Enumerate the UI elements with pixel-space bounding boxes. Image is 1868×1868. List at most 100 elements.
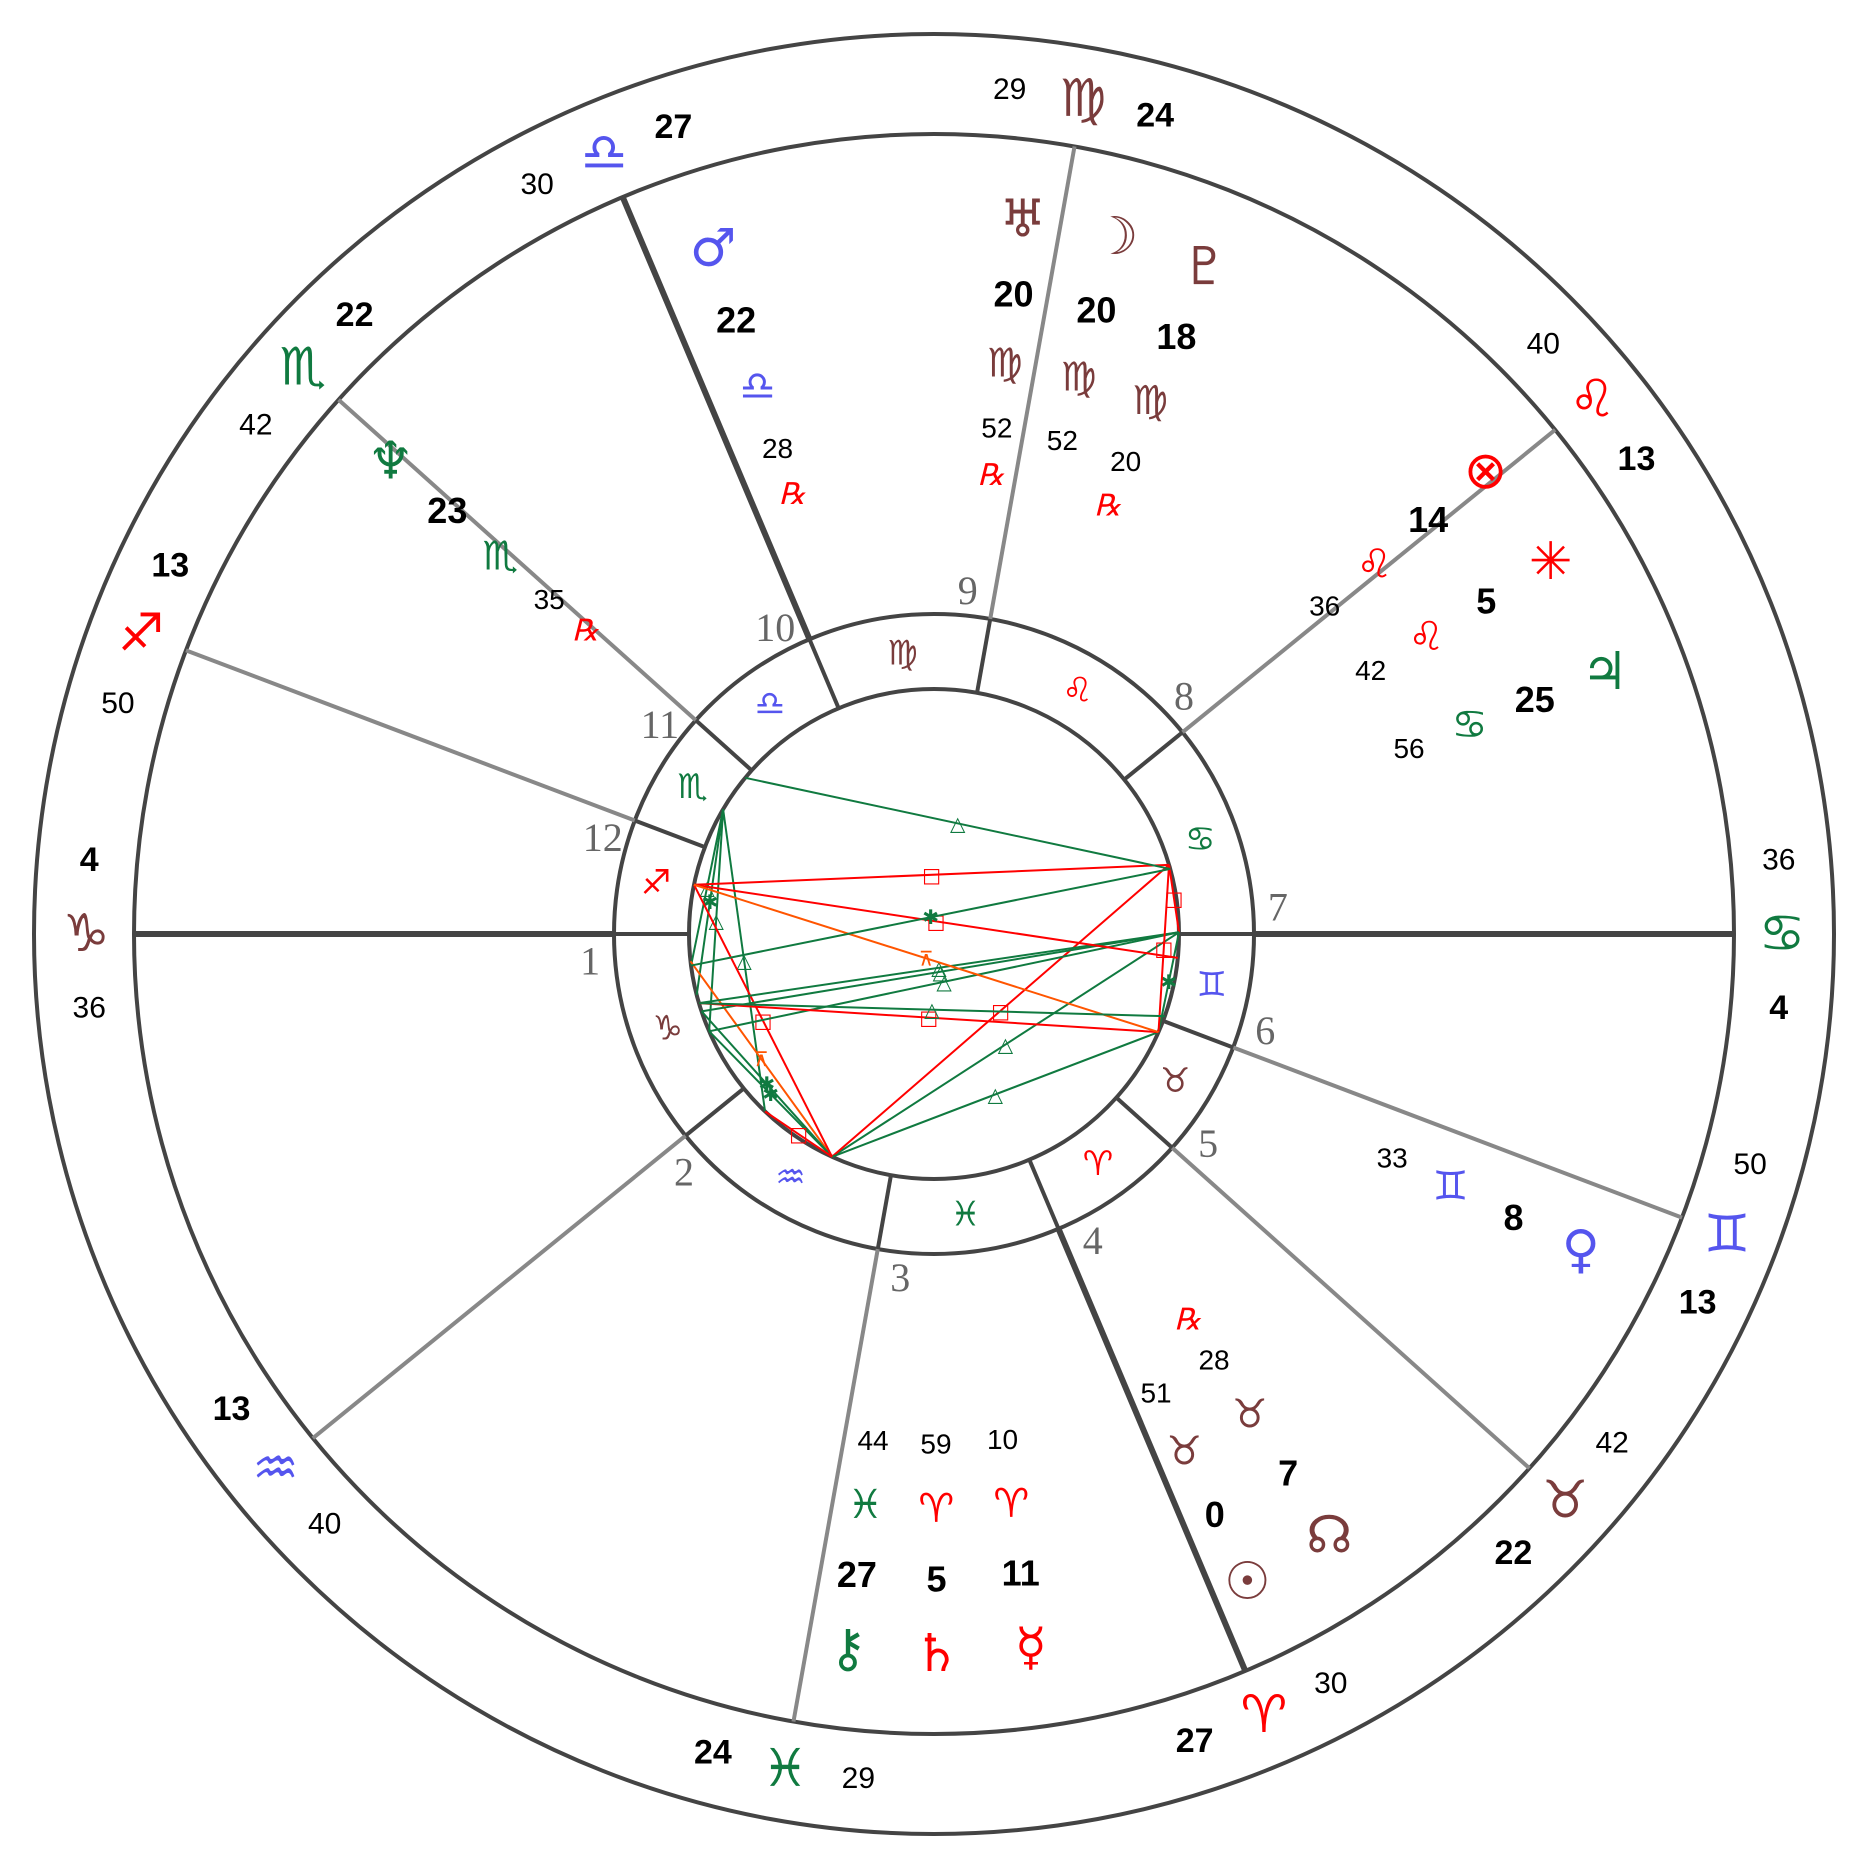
mercury-sign-icon: ♈ — [993, 1481, 1029, 1527]
cusp-degree-8: 13 — [1618, 440, 1656, 478]
aspect-sextile: ✱ — [708, 1030, 833, 1158]
virgo-sign-icon: ♍ — [887, 633, 917, 673]
house-cusp-lines — [134, 146, 1734, 1722]
pisces-cusp-icon: ♓ — [762, 1739, 809, 1799]
aries-cusp-icon: ♈ — [1241, 1685, 1288, 1745]
cusp-line-5 — [1170, 1146, 1531, 1470]
inner-cusp-line-3 — [875, 1174, 893, 1250]
mars-icon: ♂ — [690, 219, 737, 279]
inner-cusp-line-6 — [1162, 1018, 1234, 1050]
cusp-minutes-11: 42 — [239, 408, 272, 441]
moon-minutes: 52 — [1047, 425, 1078, 456]
house-number-1: 1 — [580, 939, 600, 984]
aspect-line — [708, 931, 1180, 1033]
cusp-degree-6: 13 — [1679, 1284, 1717, 1322]
cusp-line-12 — [185, 648, 636, 823]
sun-sign-icon: ♉ — [1166, 1429, 1202, 1475]
part-of-fortune-icon: ⊗ — [1464, 441, 1508, 501]
cusp-degree-11: 22 — [336, 296, 374, 334]
cusp-line-3 — [791, 1248, 880, 1722]
chiron-degree: 27 — [837, 1554, 877, 1595]
saturn-degree: 5 — [927, 1558, 947, 1599]
aspect-trine-icon: △ — [988, 1082, 1004, 1106]
aspect-square: □ — [698, 1002, 1159, 1034]
cusp-minutes-6: 50 — [1733, 1148, 1766, 1181]
neptune-placement: ♆23♏35℞ — [367, 431, 600, 647]
cancer-cusp-icon: ♋ — [1759, 904, 1806, 964]
part-of-fortune-minutes: 36 — [1309, 591, 1340, 622]
aspect-line — [831, 931, 1180, 1158]
aspect-trine-icon: △ — [933, 960, 949, 984]
aspect-line — [689, 960, 833, 1158]
uranus-retrograde-icon: ℞ — [977, 459, 1005, 492]
cusp-degree-5: 22 — [1495, 1534, 1533, 1572]
aspect-line — [1168, 864, 1180, 933]
outer-ring — [32, 32, 1836, 1836]
aspect-trine-icon: △ — [998, 1033, 1014, 1057]
inner-cusp-line-11 — [694, 718, 753, 772]
moon-degree: 20 — [1076, 289, 1116, 330]
cusp-minutes-2: 40 — [308, 1507, 341, 1540]
north-node-placement: ☊7♉28℞ — [1174, 1304, 1352, 1566]
cusp-line-9 — [988, 146, 1077, 620]
leo-sign-icon: ♌ — [1062, 671, 1092, 711]
north-node-minutes: 28 — [1198, 1345, 1229, 1376]
planet-positions: ♄5♈59☿11♈10☉0♉51☊7♉28℞♀8♊33♃25♋56✳5♌42⊗1… — [367, 189, 1628, 1684]
house-number-3: 3 — [890, 1255, 910, 1300]
pluto-degree: 18 — [1156, 316, 1196, 357]
uranus-icon: ♅ — [999, 189, 1046, 249]
uranus-minutes: 52 — [981, 412, 1012, 443]
cusp-degree-12: 13 — [151, 546, 189, 584]
jupiter-minutes: 56 — [1393, 733, 1424, 764]
mercury-degree: 11 — [1002, 1553, 1040, 1594]
house-number-5: 5 — [1198, 1121, 1218, 1166]
aries-sign-icon: ♈ — [1083, 1144, 1113, 1184]
neptune-minutes: 35 — [534, 584, 565, 615]
aspect-sextile-icon: ✱ — [758, 1072, 775, 1096]
aspect-line — [698, 931, 1180, 1005]
moon-placement: ☽20♍52 — [1047, 207, 1139, 456]
aspect-square: □ — [764, 1110, 833, 1158]
aspect-quincunx-icon: ⊼ — [919, 946, 934, 970]
vertex-placement: ✳5♌42 — [1355, 532, 1572, 686]
scorpio-cusp-icon: ♏ — [280, 338, 327, 398]
saturn-icon: ♄ — [914, 1624, 961, 1684]
cusp-degree-10: 27 — [654, 108, 692, 146]
aspect-line — [708, 809, 725, 1032]
pisces-sign-icon: ♓ — [950, 1195, 980, 1235]
inner-cusp-line-4 — [1027, 1158, 1061, 1230]
uranus-sign-icon: ♍ — [987, 340, 1023, 386]
vertex-degree: 5 — [1476, 580, 1496, 621]
house-number-10: 10 — [755, 605, 795, 650]
aspect-square-icon: □ — [922, 863, 941, 887]
mercury-icon: ☿ — [1015, 1617, 1047, 1677]
aspect-trine: △ — [708, 809, 725, 1032]
pluto-retrograde-icon: ℞ — [1094, 489, 1122, 522]
saturn-placement: ♄5♈59 — [914, 1428, 961, 1683]
cusp-line-11 — [337, 398, 698, 722]
cusp-line-4 — [1055, 1227, 1249, 1673]
cancer-sign-icon: ♋ — [1185, 820, 1215, 860]
chiron-placement: ⚷27♓44 — [829, 1425, 889, 1679]
saturn-minutes: 59 — [920, 1428, 951, 1459]
inner-cusp-line-10 — [807, 638, 841, 710]
scorpio-sign-icon: ♏ — [677, 767, 707, 807]
north-node-sign-icon: ♉ — [1232, 1392, 1268, 1438]
cusp-degree-9: 24 — [1136, 96, 1174, 134]
aspect-trine-icon: △ — [736, 948, 752, 972]
aspect-trine-icon: △ — [708, 908, 724, 932]
sun-icon: ☉ — [1224, 1552, 1271, 1612]
taurus-cusp-icon: ♉ — [1542, 1470, 1589, 1530]
aspect-line — [722, 809, 767, 1112]
cusp-minutes-4: 30 — [1314, 1667, 1347, 1700]
sun-placement: ☉0♉51 — [1140, 1378, 1270, 1613]
libra-cusp-icon: ♎ — [581, 123, 628, 183]
libra-sign-icon: ♎ — [755, 684, 785, 724]
aspect-square: □ — [1165, 864, 1183, 933]
cusp-line-8 — [1181, 428, 1557, 734]
inner-cusp-line-8 — [1122, 730, 1184, 782]
capricorn-sign-icon: ♑ — [653, 1008, 683, 1048]
aspect-line — [708, 1030, 833, 1158]
cusp-degree-1: 4 — [80, 841, 99, 879]
